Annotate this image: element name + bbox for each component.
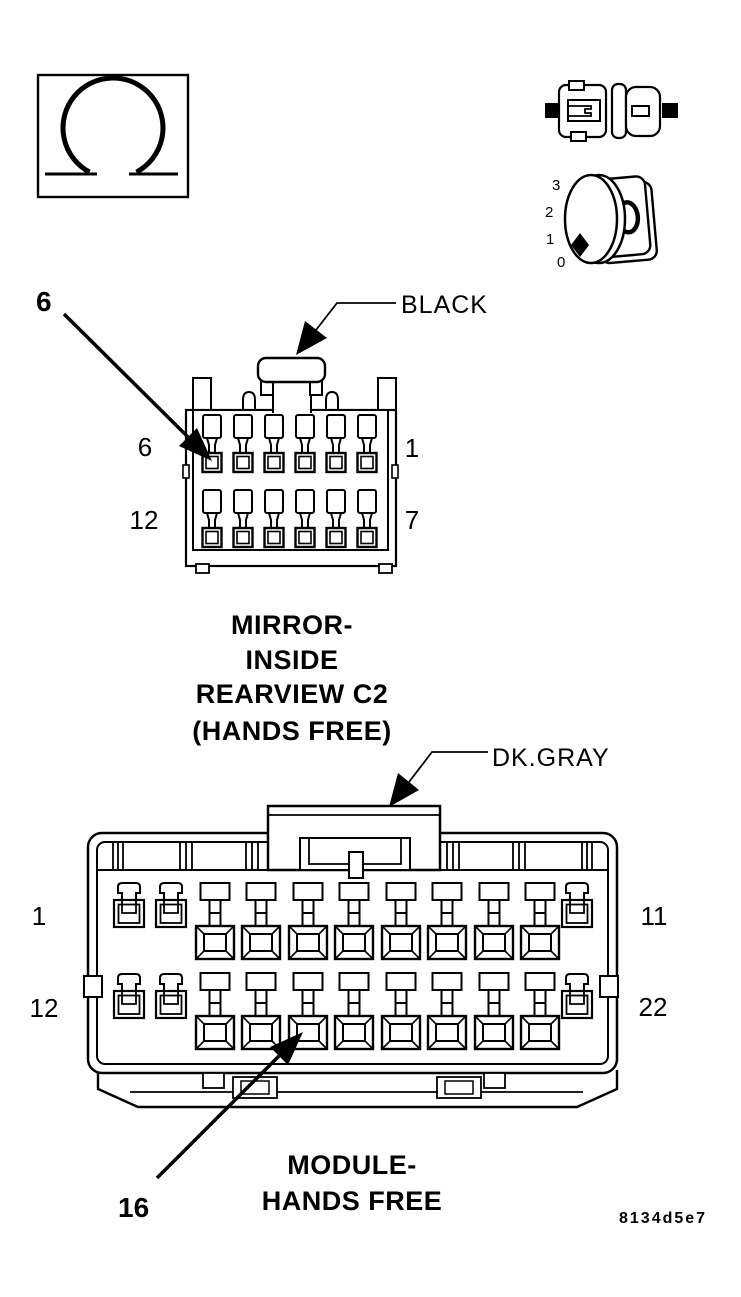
- arrowhead-icon: [389, 773, 419, 807]
- connector-pair-icon: [545, 80, 678, 142]
- connector1-color-label: BLACK: [401, 291, 488, 319]
- wire-stub-right: [662, 103, 678, 118]
- connector2-label-top-left: 1: [32, 901, 46, 931]
- connector2-pin: [154, 972, 188, 1020]
- legend-frame: [36, 73, 190, 199]
- connector1-drawing: [182, 356, 399, 574]
- connector2-pin16-callout: 16: [118, 1032, 303, 1223]
- connector1-name-line1: MIRROR-: [231, 610, 353, 640]
- dial-label-3: 3: [552, 177, 560, 194]
- connector2-color-label: DK.GRAY: [492, 744, 610, 772]
- ohm-legend-box: [36, 73, 190, 199]
- arrowhead-icon: [270, 1032, 303, 1065]
- arrowhead-icon: [296, 321, 327, 355]
- connector2-pin: [112, 881, 146, 929]
- connector2-pin: [112, 972, 146, 1020]
- connector1-name-line2: INSIDE: [245, 645, 338, 675]
- rotary-dial-icon: 3 2 1 0: [545, 173, 658, 271]
- connector2-pin: [560, 972, 594, 1020]
- connector2-name-line1: MODULE-: [287, 1150, 416, 1180]
- connector2-callout-number: 16: [118, 1192, 149, 1223]
- connector1-pin6-callout: 6: [36, 286, 212, 461]
- connector2-pin: [560, 881, 594, 929]
- connector1-label-top-left: 6: [138, 432, 152, 462]
- connector2-ribs: [112, 843, 593, 869]
- dial-label-0: 0: [557, 254, 565, 271]
- connector2-label-bottom-left: 12: [30, 993, 59, 1023]
- connector2-label-bottom-right: 22: [639, 992, 668, 1022]
- connector2-drawing: [83, 804, 619, 1109]
- connector1-color-callout: BLACK: [296, 291, 488, 355]
- connector1-label-top-right: 1: [405, 433, 419, 463]
- connector1-name-line4: (HANDS FREE): [192, 716, 392, 746]
- connector1-callout-number: 6: [36, 286, 52, 317]
- connector2-label-top-right: 11: [641, 901, 668, 931]
- connector1-cavity: [192, 409, 389, 551]
- connector2-pin: [154, 881, 188, 929]
- figure-code: 8134d5e7: [619, 1210, 707, 1227]
- dial-pointer-icon: [571, 233, 589, 257]
- connector1-label-bottom-right: 7: [405, 505, 419, 535]
- dial-label-2: 2: [545, 204, 553, 221]
- connector1-label-bottom-left: 12: [130, 505, 159, 535]
- connector2-name-line2: HANDS FREE: [262, 1186, 443, 1216]
- connector2-color-callout: DK.GRAY: [389, 744, 610, 807]
- wire-stub-left: [545, 103, 560, 118]
- connector1-latch: [256, 356, 327, 384]
- connector1-name-line3: REARVIEW C2: [196, 679, 389, 709]
- ohm-icon: [45, 75, 178, 176]
- arrowhead-icon: [179, 428, 212, 461]
- dial-label-1: 1: [546, 231, 554, 248]
